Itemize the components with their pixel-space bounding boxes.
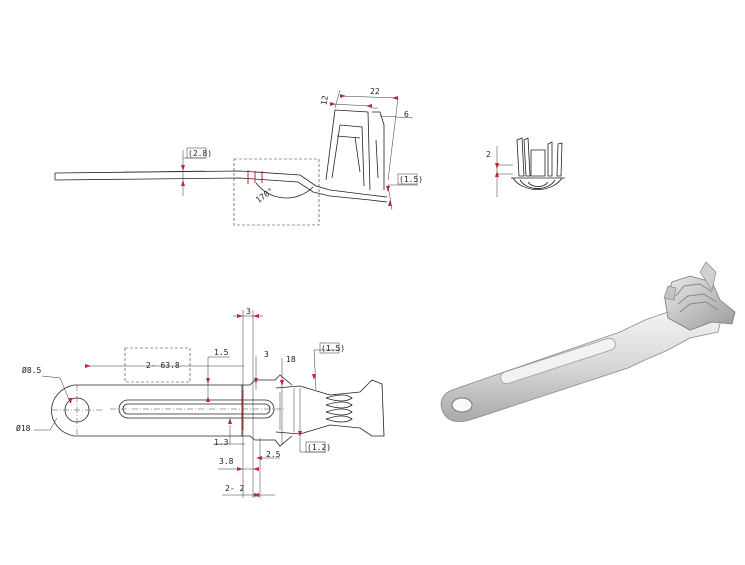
terminal-body bbox=[440, 309, 723, 423]
dim-22: 22 bbox=[370, 87, 380, 96]
terminal-slot bbox=[500, 337, 616, 385]
dim-slot: 2- 63.8 bbox=[146, 361, 180, 370]
dim-25: 2.5 bbox=[266, 450, 281, 459]
side-barrel-left bbox=[325, 109, 371, 191]
terminal-hole bbox=[451, 397, 473, 413]
angle-label: 170° bbox=[254, 186, 275, 204]
dim-38: 3.8 bbox=[219, 457, 234, 466]
side-view: 170° (2.8) 22 12 6 (1.5) bbox=[54, 87, 423, 226]
dim-3-b: 3 bbox=[264, 350, 269, 359]
dim-15-paren: (1.5) bbox=[321, 344, 345, 353]
dim-12-paren: (1.2) bbox=[307, 443, 331, 452]
dia-85: Ø8.5 bbox=[22, 365, 41, 375]
arm-round-end bbox=[51, 384, 75, 437]
dim-6: 6 bbox=[404, 110, 409, 119]
dim-2-2: 2- 2 bbox=[225, 484, 244, 493]
rendered-terminal bbox=[440, 261, 736, 423]
dim-13: 1.3 bbox=[214, 438, 229, 447]
dim-side-15: (1.5) bbox=[399, 175, 423, 184]
detail-box bbox=[233, 158, 320, 226]
dim-end-2: 2 bbox=[486, 150, 491, 159]
side-strip-top bbox=[54, 170, 388, 198]
dia-18: Ø18 bbox=[16, 423, 31, 433]
barrel-outline bbox=[275, 379, 385, 437]
side-strip-bottom bbox=[54, 177, 388, 203]
dim-15-a: 1.5 bbox=[214, 348, 229, 357]
dim-3-a: 3 bbox=[246, 307, 251, 316]
barrel-serrations bbox=[325, 394, 353, 423]
dim-12: 12 bbox=[319, 95, 330, 106]
top-view: 2- 63.8 3 1.5 3 18 (1.5) 1.3 bbox=[16, 307, 385, 498]
angle-arc bbox=[255, 182, 314, 199]
end-view: 2 bbox=[486, 137, 565, 197]
arm-outline bbox=[74, 384, 243, 437]
dim-18: 18 bbox=[286, 355, 296, 364]
dim-thickness: (2.8) bbox=[188, 149, 212, 158]
slot-dim-box bbox=[124, 347, 191, 383]
